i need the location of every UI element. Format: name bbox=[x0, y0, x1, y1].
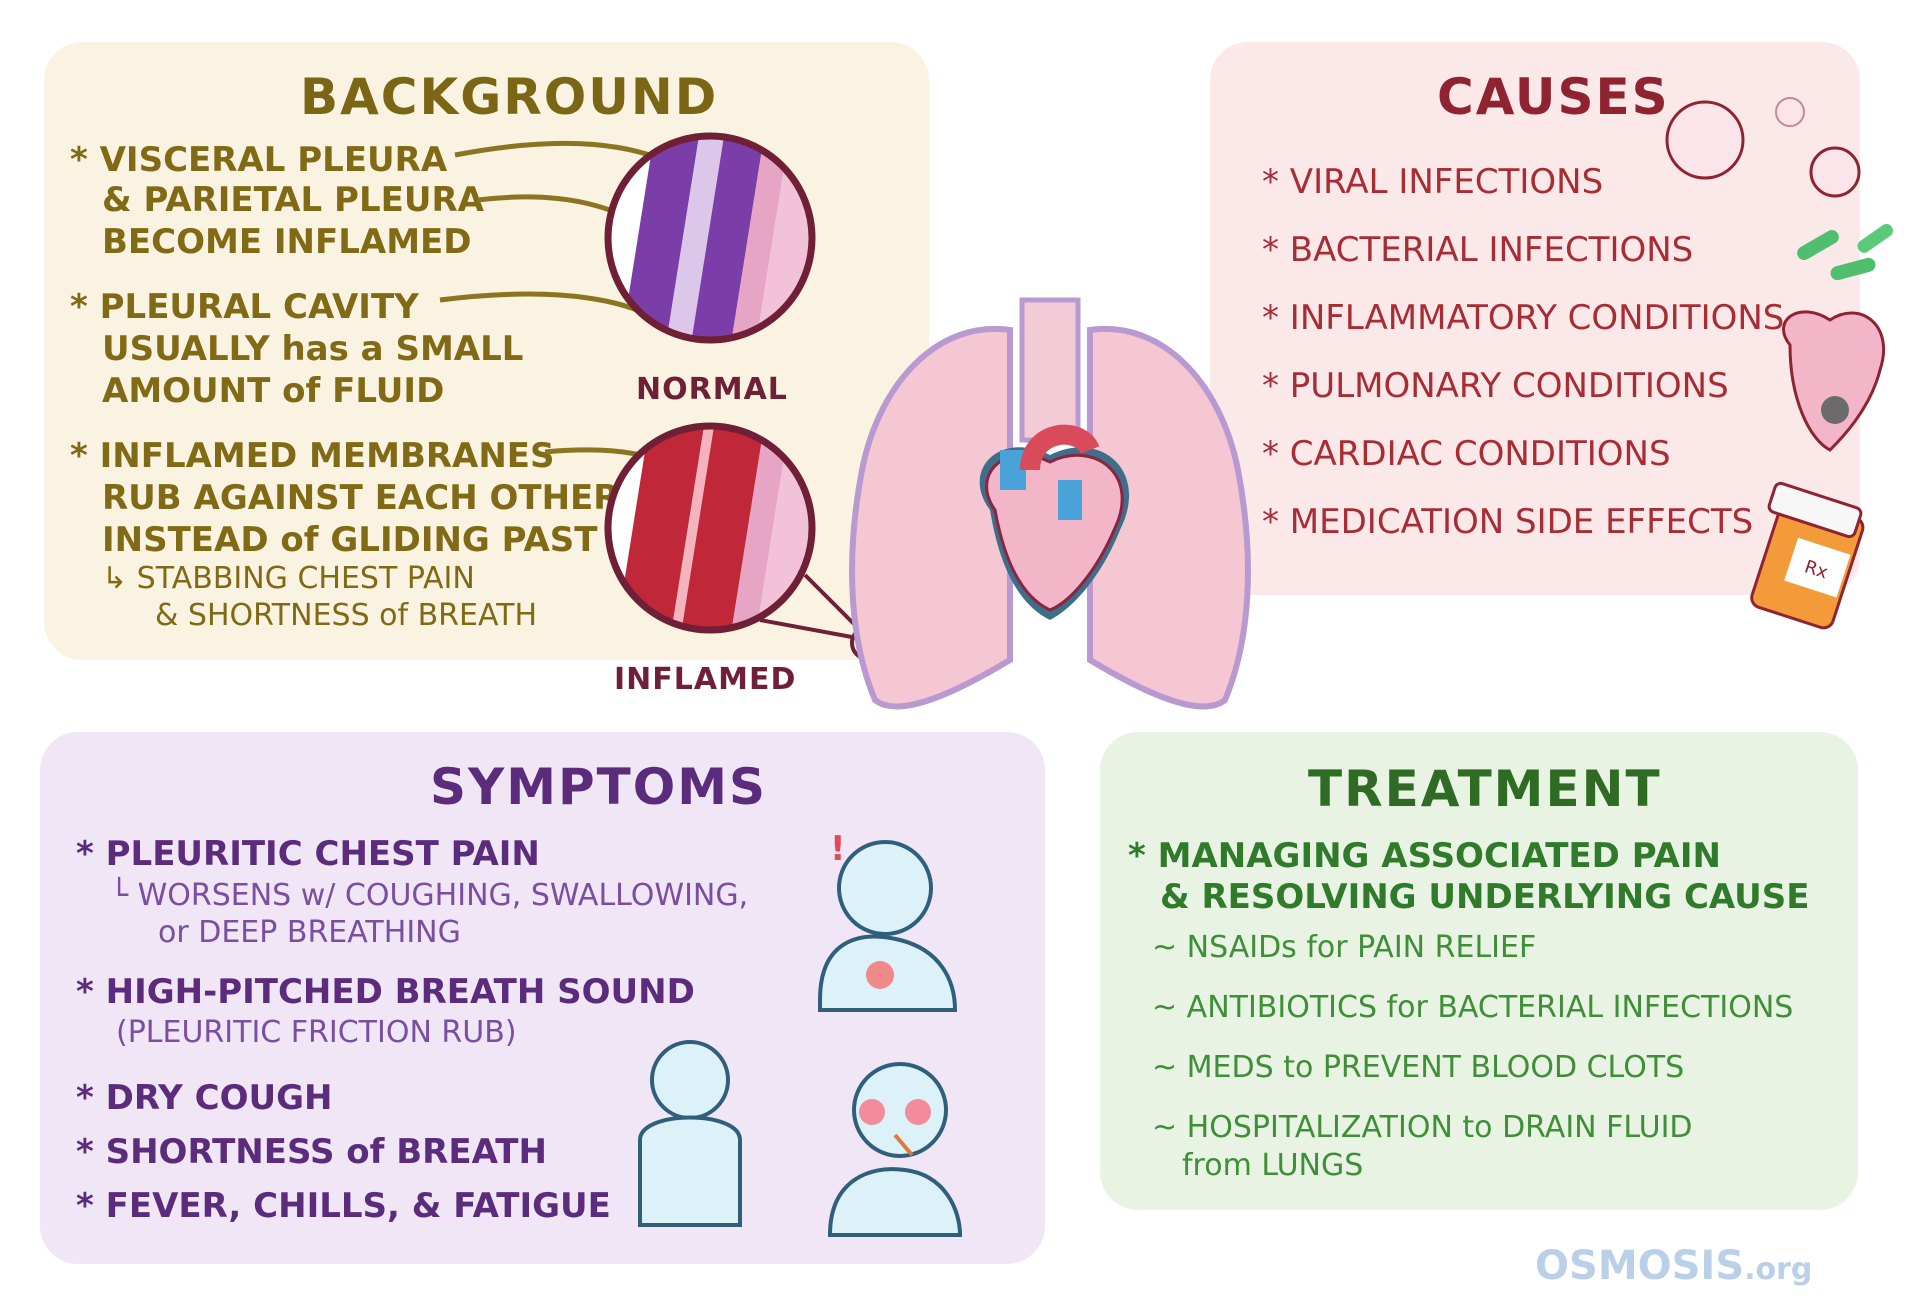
symptom-item-fever: * FEVER, CHILLS, & FATIGUE bbox=[76, 1186, 611, 1226]
symptom-item-chest-pain: * PLEURITIC CHEST PAIN bbox=[76, 834, 540, 874]
fever-figure-icon bbox=[827, 1062, 963, 1237]
logo-text: OSMOSIS bbox=[1535, 1243, 1745, 1289]
symptom-item-breath-sound: * HIGH-PITCHED BREATH SOUND bbox=[76, 972, 695, 1012]
symptom-subitem: └ WORSENS w/ COUGHING, SWALLOWING, bbox=[110, 878, 749, 913]
inflamed-label: INFLAMED bbox=[614, 662, 797, 697]
bg-bullet1-line3: BECOME INFLAMED bbox=[102, 222, 472, 262]
symptom-subitem: or DEEP BREATHING bbox=[158, 915, 461, 950]
bg-sub-line2: & SHORTNESS of BREATH bbox=[155, 598, 538, 633]
background-title: BACKGROUND bbox=[300, 68, 719, 126]
cause-item: * BACTERIAL INFECTIONS bbox=[1262, 230, 1694, 270]
cause-item: * MEDICATION SIDE EFFECTS bbox=[1262, 502, 1754, 542]
symptom-item-dry-cough: * DRY COUGH bbox=[76, 1078, 333, 1118]
symptom-item-shortness-of-breath: * SHORTNESS of BREATH bbox=[76, 1132, 547, 1172]
chest-pain-figure-icon: ! bbox=[818, 829, 958, 1012]
treatment-item: ~ HOSPITALIZATION to DRAIN FLUID bbox=[1152, 1110, 1693, 1145]
treatment-item: ~ MEDS to PREVENT BLOOD CLOTS bbox=[1152, 1050, 1685, 1085]
bg-bullet2-line1: * PLEURAL CAVITY bbox=[70, 287, 419, 327]
treatment-item: ~ ANTIBIOTICS for BACTERIAL INFECTIONS bbox=[1152, 990, 1794, 1025]
logo-suffix: .org bbox=[1744, 1252, 1813, 1287]
normal-pleura-circle bbox=[608, 136, 812, 340]
bg-bullet1-line2: & PARIETAL PLEURA bbox=[102, 180, 484, 220]
osmosis-logo[interactable]: OSMOSIS.org bbox=[1535, 1243, 1812, 1289]
treatment-title: TREATMENT bbox=[1308, 760, 1662, 818]
symptom-subitem: (PLEURITIC FRICTION RUB) bbox=[116, 1015, 517, 1050]
lungs-illustration bbox=[849, 297, 1251, 710]
bg-bullet2-line2: USUALLY has a SMALL bbox=[102, 329, 524, 369]
bg-bullet3-line1: * INFLAMED MEMBRANES bbox=[70, 436, 555, 476]
heart-illustration bbox=[979, 424, 1130, 620]
cause-item: * INFLAMMATORY CONDITIONS bbox=[1262, 298, 1785, 338]
treatment-panel bbox=[1100, 732, 1858, 1210]
svg-text:!: ! bbox=[830, 829, 846, 869]
bg-bullet3-line2: RUB AGAINST EACH OTHER bbox=[102, 478, 620, 518]
treatment-main-line1: * MANAGING ASSOCIATED PAIN bbox=[1128, 836, 1721, 876]
bacteria-icon bbox=[1797, 223, 1894, 281]
causes-title: CAUSES bbox=[1437, 68, 1670, 126]
bg-bullet2-line3: AMOUNT of FLUID bbox=[102, 371, 445, 411]
treatment-item: ~ NSAIDs for PAIN RELIEF bbox=[1152, 930, 1537, 965]
bg-bullet1-line1: * VISCERAL PLEURA bbox=[70, 140, 448, 180]
symptoms-title: SYMPTOMS bbox=[430, 758, 767, 816]
treatment-item-continued: from LUNGS bbox=[1182, 1148, 1364, 1183]
normal-label: NORMAL bbox=[636, 372, 788, 407]
treatment-main-line2: & RESOLVING UNDERLYING CAUSE bbox=[1160, 877, 1810, 917]
pill-bottle-icon: Rx bbox=[1750, 481, 1865, 630]
heart-icon bbox=[1782, 310, 1886, 452]
cause-item: * VIRAL INFECTIONS bbox=[1262, 162, 1604, 202]
bg-bullet3-line3: INSTEAD of GLIDING PAST bbox=[102, 520, 598, 560]
causes-panel bbox=[1210, 42, 1860, 595]
virus-icon bbox=[1665, 97, 1861, 198]
inflamed-pleura-circle bbox=[608, 426, 812, 630]
shivering-figure-icon bbox=[638, 1040, 742, 1227]
bg-sub-line1: ↳ STABBING CHEST PAIN bbox=[102, 561, 475, 596]
cause-item: * CARDIAC CONDITIONS bbox=[1262, 434, 1671, 474]
cause-item: * PULMONARY CONDITIONS bbox=[1262, 366, 1729, 406]
